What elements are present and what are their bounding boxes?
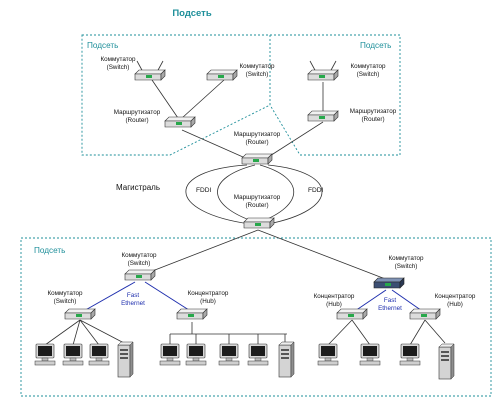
backbone-router-top-type: (Router) — [245, 139, 268, 146]
pc-icon — [247, 343, 269, 366]
b-hub-left — [176, 308, 208, 320]
fddi-ring-inner-left — [217, 164, 256, 223]
diagram-title: Подсеть — [172, 8, 212, 19]
links — [44, 79, 446, 346]
tr-switch-name: Коммутатор — [350, 63, 386, 70]
tl-switch-a-type: (Switch) — [107, 64, 130, 71]
b-hub-right-b — [409, 308, 441, 320]
tl-switch-a-name: Коммутатор — [100, 56, 136, 63]
subnet-boundary-bottom — [20, 237, 492, 397]
subnet-label-bottom: Подсеть — [34, 246, 65, 255]
backbone-label: Магистраль — [116, 183, 160, 192]
b-hub-left-type: (Hub) — [200, 298, 216, 305]
link-backbone-b-switch-right — [257, 229, 389, 281]
tr-switch — [307, 60, 339, 81]
backbone-router-bottom-type: (Router) — [245, 202, 268, 209]
server-icon — [117, 341, 134, 378]
pc-icon — [159, 343, 181, 366]
drops-b-switch-left — [44, 319, 125, 346]
fddi-label-right: FDDI — [308, 187, 324, 194]
device-labels: Коммутатор (Switch) Коммутатор (Switch) … — [47, 56, 475, 308]
b-hub-right-b-name: Концентратор — [435, 293, 476, 300]
link-tl-switch-a-router — [151, 79, 179, 119]
workstations — [34, 341, 455, 380]
b-hub-left-name: Концентратор — [188, 290, 229, 297]
backbone-router-bottom — [243, 217, 275, 229]
backbone-router-top-name: Маршрутизатор — [234, 131, 281, 138]
pc-icon — [218, 343, 240, 366]
backbone-router-bottom-name: Маршрутизатор — [234, 194, 281, 201]
tl-switch-b — [206, 69, 238, 81]
pc-icon — [317, 343, 339, 366]
link-tl-switch-b-router — [181, 79, 225, 119]
b-switch-right-name: Коммутатор — [388, 255, 424, 262]
b-switch-main-type: (Switch) — [128, 260, 151, 267]
server-icon — [278, 341, 295, 378]
b-switch-left-type: (Switch) — [54, 298, 77, 305]
pc-icon — [62, 343, 84, 366]
pc-icon — [88, 343, 110, 366]
b-hub-right-b-type: (Hub) — [447, 301, 463, 308]
pc-icon — [185, 343, 207, 366]
drops-b-hub-left — [169, 334, 286, 345]
tl-router — [164, 116, 196, 128]
tl-switch-a — [134, 60, 166, 81]
fe-link-left-switch — [81, 281, 136, 313]
subnet-boundary-top-right — [269, 34, 401, 156]
fddi-ring-outer-right — [267, 164, 323, 225]
fddi-ring-inner-right — [259, 164, 295, 223]
tr-router — [307, 110, 339, 122]
b-switch-left-name: Коммутатор — [47, 290, 83, 297]
fast-ethernet-right-line2: Ethernet — [378, 305, 402, 312]
fe-link-left-hub — [144, 281, 193, 313]
tl-switch-b-type: (Switch) — [246, 71, 269, 78]
link-backbone-b-switch-main — [141, 229, 259, 276]
subnet-label-top-left: Подсеть — [87, 41, 118, 50]
pc-icon — [34, 343, 56, 366]
fast-ethernet-left-line1: Fast — [127, 292, 139, 299]
subnet-boundary-top-left — [81, 34, 271, 156]
tl-router-name: Маршрутизатор — [114, 109, 161, 116]
pc-icon — [399, 343, 421, 366]
pc-icon — [359, 343, 381, 366]
b-hub-right-a — [336, 308, 368, 320]
b-switch-right — [373, 277, 405, 289]
tl-router-type: (Router) — [125, 117, 148, 124]
drops-b-hub-right-a — [327, 319, 371, 346]
tr-router-name: Маршрутизатор — [350, 108, 397, 115]
b-switch-main-name: Коммутатор — [121, 252, 157, 259]
tr-switch-type: (Switch) — [357, 71, 380, 78]
b-switch-main — [124, 269, 156, 281]
server-icon — [438, 343, 455, 380]
tl-switch-b-name: Коммутатор — [239, 63, 275, 70]
fddi-ring-outer-left — [185, 164, 251, 225]
link-tl-router-backbone — [181, 129, 253, 162]
subnet-label-top-right: Подсеть — [360, 41, 391, 50]
b-hub-right-a-name: Концентратор — [314, 293, 355, 300]
b-hub-right-a-type: (Hub) — [326, 301, 342, 308]
fddi-label-left: FDDI — [196, 187, 212, 194]
drops-b-hub-right-b — [409, 319, 446, 346]
tr-router-type: (Router) — [361, 116, 384, 123]
b-switch-left — [64, 308, 96, 320]
fast-ethernet-left-line2: Ethernet — [121, 300, 145, 307]
fast-ethernet-right-line1: Fast — [384, 297, 396, 304]
backbone-router-top — [241, 153, 273, 165]
b-switch-right-type: (Switch) — [395, 263, 418, 270]
